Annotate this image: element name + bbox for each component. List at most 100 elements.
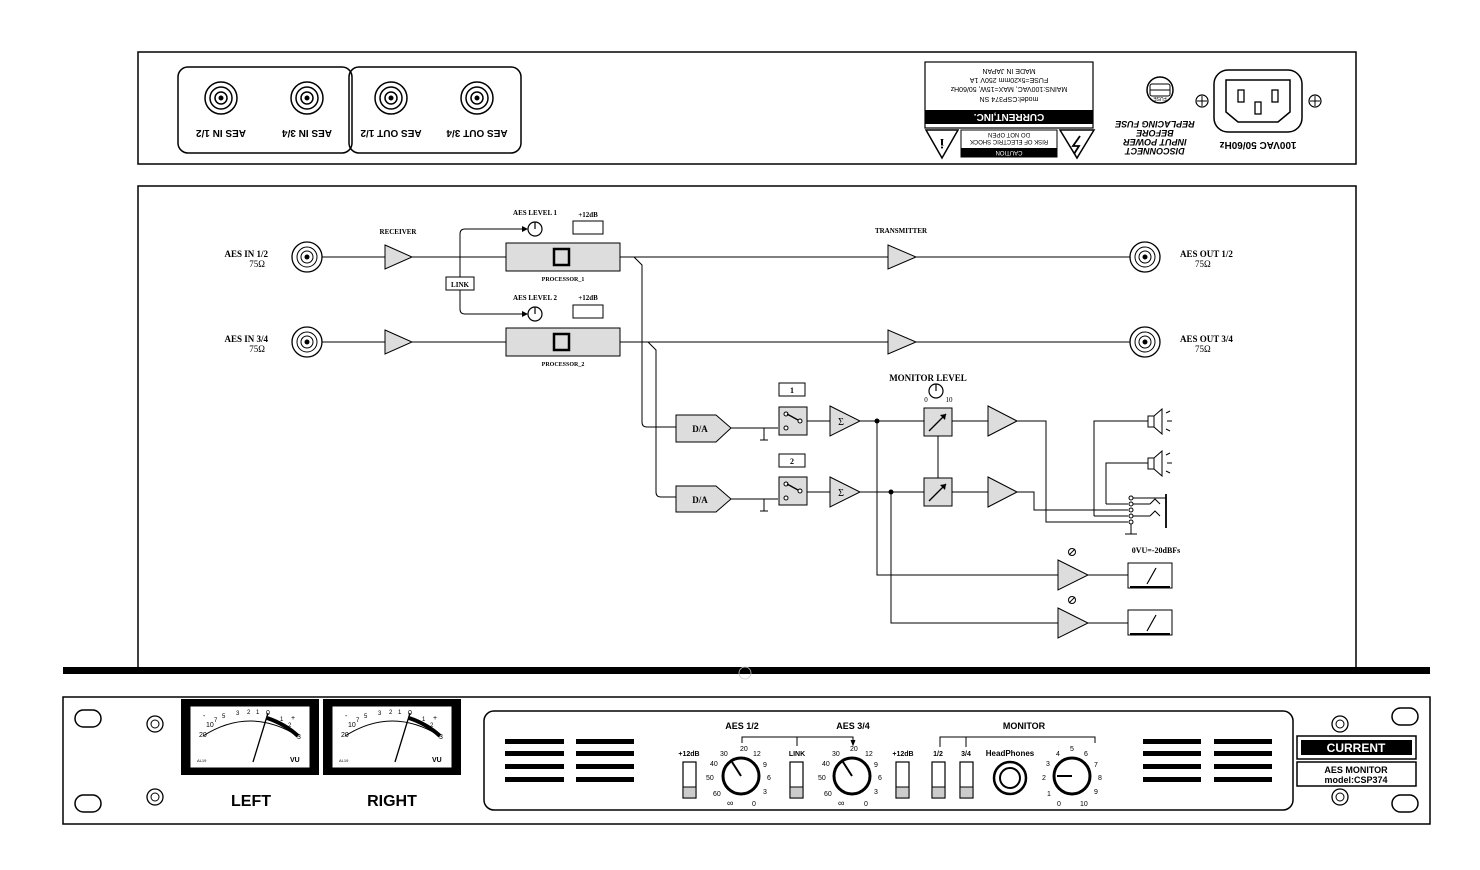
svg-text:5: 5 — [222, 714, 226, 720]
svg-text:60: 60 — [713, 791, 721, 798]
vent-slots-left — [505, 739, 634, 782]
plus12-1-box — [572, 220, 604, 235]
svg-text:50: 50 — [818, 775, 826, 782]
svg-text:9: 9 — [763, 762, 767, 769]
aes-level-1-label: AES LEVEL 1 — [513, 209, 557, 217]
front-panel: 20 10 7 5 3 2 1 0 1 2 3 - + VU AL19 20 1… — [62, 696, 1431, 825]
power-inlet[interactable] — [1213, 69, 1303, 133]
receiver-label: RECEIVER — [380, 228, 418, 236]
diag-jack-in34 — [291, 326, 323, 358]
product-model: model:CSP374 — [1324, 775, 1387, 785]
link-label: LINK — [451, 281, 469, 289]
selector-2-label: 2 — [790, 457, 794, 466]
svg-text:10: 10 — [1080, 801, 1088, 808]
vu-left-scale: 20 — [199, 732, 207, 739]
vu-right-vu: VU — [432, 757, 442, 764]
svg-text:7: 7 — [356, 718, 360, 724]
selector-2-switch — [778, 476, 808, 506]
meter-amp-2 — [1057, 607, 1090, 639]
selector-1-label: 1 — [790, 386, 794, 395]
power-label: 100VAC 50/60Hz — [1219, 139, 1296, 150]
transmitter-1-amp — [887, 244, 918, 270]
caution-label: i CAUTION RISK OF ELECTRIC SHOCK DO NOT … — [924, 129, 1096, 160]
lightning-icon — [1071, 135, 1081, 155]
svg-text:6: 6 — [767, 775, 771, 782]
diag-out12-ohm: 75Ω — [1195, 259, 1211, 269]
svg-text:0: 0 — [1057, 801, 1061, 808]
processor-1-block — [505, 242, 621, 272]
rear-label-in12: AES IN 1/2 — [196, 127, 246, 138]
svg-text:6: 6 — [878, 775, 882, 782]
vu-left-vu: VU — [290, 757, 300, 764]
monitor-level-max: 10 — [946, 396, 954, 404]
svg-text:20: 20 — [740, 746, 748, 753]
rear-panel: AES IN 1/2 AES IN 3/4 AES OUT 1/2 AES OU… — [137, 51, 1357, 165]
panel-screw-icon — [1331, 715, 1349, 733]
svg-text:3: 3 — [1046, 761, 1050, 768]
da-2-block — [675, 485, 732, 513]
svg-text:7: 7 — [214, 718, 218, 724]
vu-meter-right: 20 10 7 5 3 2 1 0 1 2 3 - + VU AL19 — [323, 699, 461, 775]
diag-jack-out12 — [1129, 241, 1161, 273]
bnc-jack-out34[interactable] — [460, 81, 494, 115]
seven-seg-display-icon — [552, 247, 571, 352]
svg-text:7: 7 — [1094, 762, 1098, 769]
diag-in34-label: AES IN 3/4 — [224, 334, 268, 344]
diag-out34-ohm: 75Ω — [1195, 344, 1211, 354]
svg-text:10: 10 — [348, 722, 356, 729]
aes12-level-knob[interactable] — [721, 756, 761, 796]
da-1-block — [675, 414, 732, 443]
rating-origin: MADE IN JAPAN — [982, 67, 1035, 74]
power-amp-1 — [987, 405, 1019, 437]
diag-out12-label: AES OUT 1/2 — [1180, 249, 1233, 259]
bnc-jack-in34[interactable] — [290, 81, 324, 115]
svg-text:9: 9 — [874, 762, 878, 769]
vu-left-minus: - — [203, 713, 206, 720]
da-1-label: D/A — [692, 424, 708, 434]
svg-text:2: 2 — [288, 723, 292, 729]
svg-text:3: 3 — [378, 711, 382, 717]
power-amp-2 — [987, 476, 1019, 508]
panel-screw-icon — [146, 715, 164, 733]
screw-icon — [1308, 94, 1322, 108]
svg-text:3: 3 — [874, 789, 878, 796]
aes34-level-knob[interactable] — [832, 756, 872, 796]
svg-text:9: 9 — [1094, 789, 1098, 796]
svg-text:∞: ∞ — [838, 798, 844, 808]
processor-2-label: PROCESSOR_2 — [542, 362, 585, 368]
svg-text:3: 3 — [763, 789, 767, 796]
vent-slots-right — [1143, 739, 1272, 782]
headphones-label: HeadPhones — [986, 749, 1035, 758]
transmitter-label: TRANSMITTER — [875, 227, 928, 235]
da-2-label: D/A — [692, 495, 708, 505]
product-name: AES MONITOR — [1324, 765, 1388, 775]
rating-company: CURRENT,INC. — [974, 111, 1045, 122]
fuse-holder[interactable]: FUSE — [1146, 76, 1174, 104]
vu-meter-2-icon — [1127, 609, 1173, 636]
fuse-warning-1: DISCONNECT — [1124, 146, 1185, 156]
svg-text:20: 20 — [850, 746, 858, 753]
diag-in34-ohm: 75Ω — [249, 344, 265, 354]
selector-1-box — [778, 382, 806, 397]
svg-text:1: 1 — [398, 710, 402, 716]
fuse-warning-3: BEFORE — [1135, 128, 1174, 138]
right-label: RIGHT — [367, 793, 417, 810]
bnc-jack-in12[interactable] — [204, 81, 238, 115]
diag-jack-in12 — [291, 241, 323, 273]
svg-text:5: 5 — [1070, 746, 1074, 753]
svg-text:2: 2 — [247, 710, 251, 716]
monitor-volume-knob[interactable] — [1052, 756, 1092, 796]
control-subpanel — [483, 710, 1294, 811]
headphone-jack[interactable] — [992, 760, 1028, 796]
bnc-jack-out12[interactable] — [374, 81, 408, 115]
diag-jack-out34 — [1129, 326, 1161, 358]
link-box — [445, 276, 475, 291]
panel-screw-icon — [1331, 788, 1349, 806]
svg-text:∞: ∞ — [727, 798, 733, 808]
svg-text:1: 1 — [422, 717, 426, 723]
info-icon: i — [940, 135, 944, 150]
svg-text:40: 40 — [710, 761, 718, 768]
svg-text:8: 8 — [1098, 775, 1102, 782]
selector-1-switch — [778, 406, 808, 436]
vu-right-minus: - — [345, 713, 348, 720]
